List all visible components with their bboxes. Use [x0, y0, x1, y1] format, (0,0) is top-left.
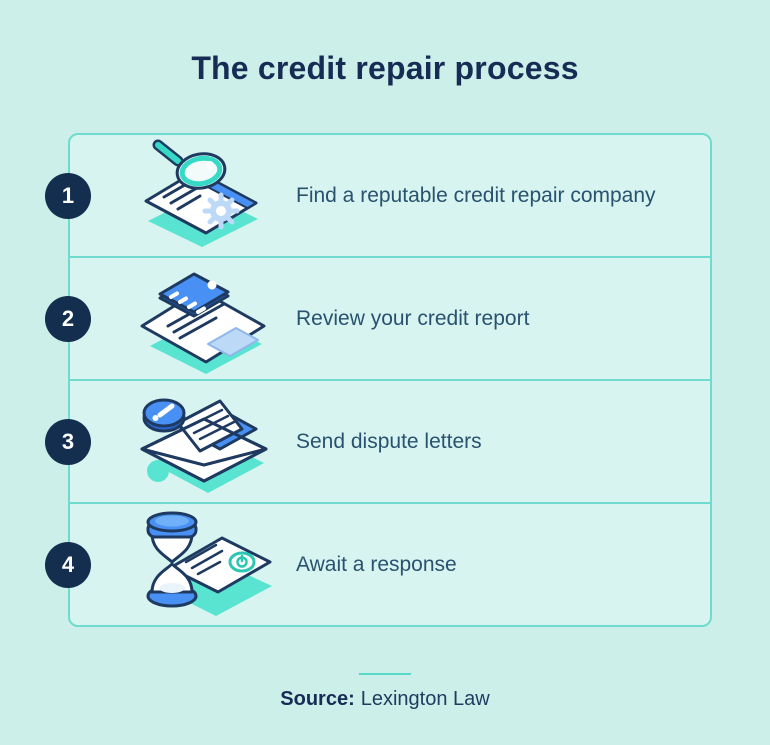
step-label: Review your credit report: [296, 306, 530, 330]
step-row-3: 3: [45, 381, 710, 504]
step-number-badge: 1: [45, 172, 91, 219]
step-number-badge: 4: [45, 541, 91, 588]
step-row-2: 2: [45, 258, 710, 381]
step-label: Await a response: [296, 552, 457, 576]
magnifier-document-icon: [124, 137, 276, 255]
envelope-letter-icon: [124, 383, 276, 501]
hourglass-document-icon: [124, 506, 276, 624]
step-row-1: 1: [45, 135, 710, 258]
steps-panel: 1: [45, 133, 712, 627]
step-label: Send dispute letters: [296, 429, 482, 453]
source-label: Source:: [280, 688, 355, 710]
source-divider: [359, 673, 411, 675]
step-number-badge: 3: [45, 418, 91, 465]
step-number-badge: 2: [45, 295, 91, 342]
step-row-4: 4: [45, 504, 710, 625]
step-label: Find a reputable credit repair company: [296, 183, 656, 207]
source-value: Lexington Law: [360, 688, 490, 710]
page-title: The credit repair process: [191, 50, 579, 86]
source-attribution: Source:Lexington Law: [0, 688, 770, 711]
credit-card-report-icon: [124, 260, 276, 378]
